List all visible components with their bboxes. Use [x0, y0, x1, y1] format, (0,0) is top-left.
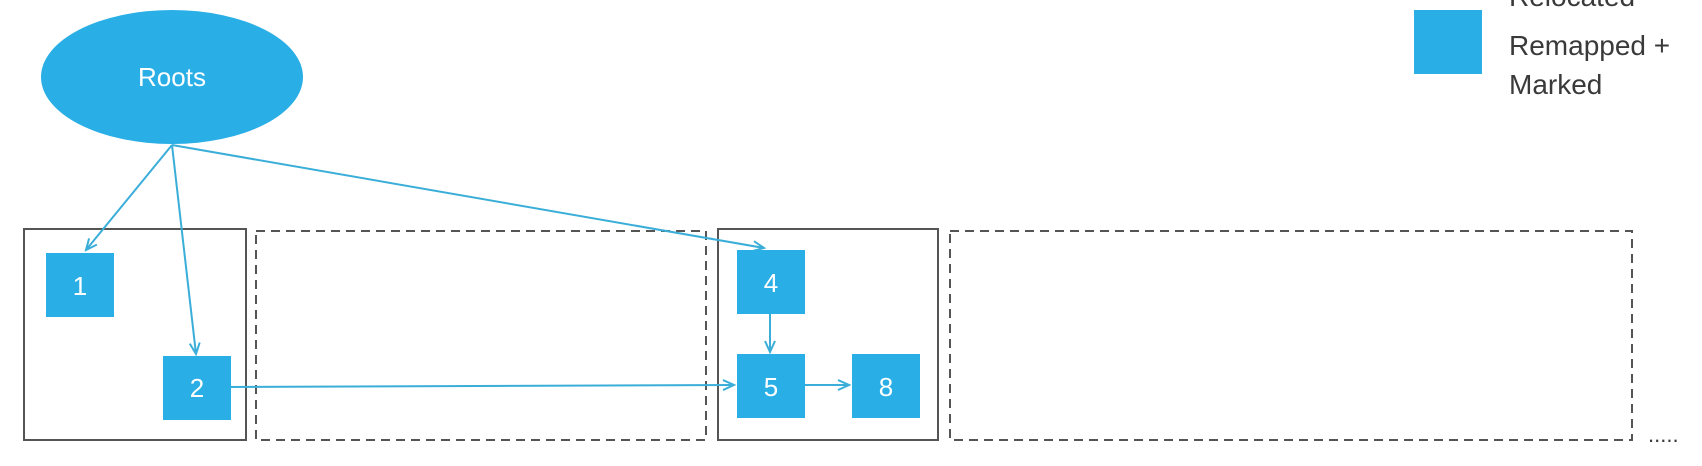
node-8-label: 8 [879, 372, 893, 402]
node-5 [737, 354, 805, 418]
node-2 [163, 356, 231, 420]
legend-label-line1: Remapped + [1509, 30, 1670, 61]
region-a [23, 228, 247, 441]
roots-node [41, 10, 303, 144]
region-c [717, 228, 939, 441]
region-b [255, 230, 707, 441]
edge-roots-2 [171, 144, 196, 354]
roots-label: Roots [138, 62, 206, 92]
legend-swatch [1414, 10, 1482, 74]
node-4 [737, 250, 805, 314]
node-8 [852, 354, 920, 418]
legend-label-line2: Marked [1509, 69, 1602, 100]
node-1 [46, 253, 114, 317]
edge-2-5 [227, 385, 734, 387]
edge-roots-1 [86, 144, 173, 250]
continuation-ellipsis: ..... [1648, 422, 1679, 447]
legend-top-partial-text: Relocated [1509, 0, 1635, 12]
node-1-label: 1 [73, 271, 87, 301]
node-4-label: 4 [764, 268, 778, 298]
node-2-label: 2 [190, 373, 204, 403]
region-d [949, 230, 1633, 441]
node-5-label: 5 [764, 372, 778, 402]
edge-roots-4 [171, 144, 764, 248]
